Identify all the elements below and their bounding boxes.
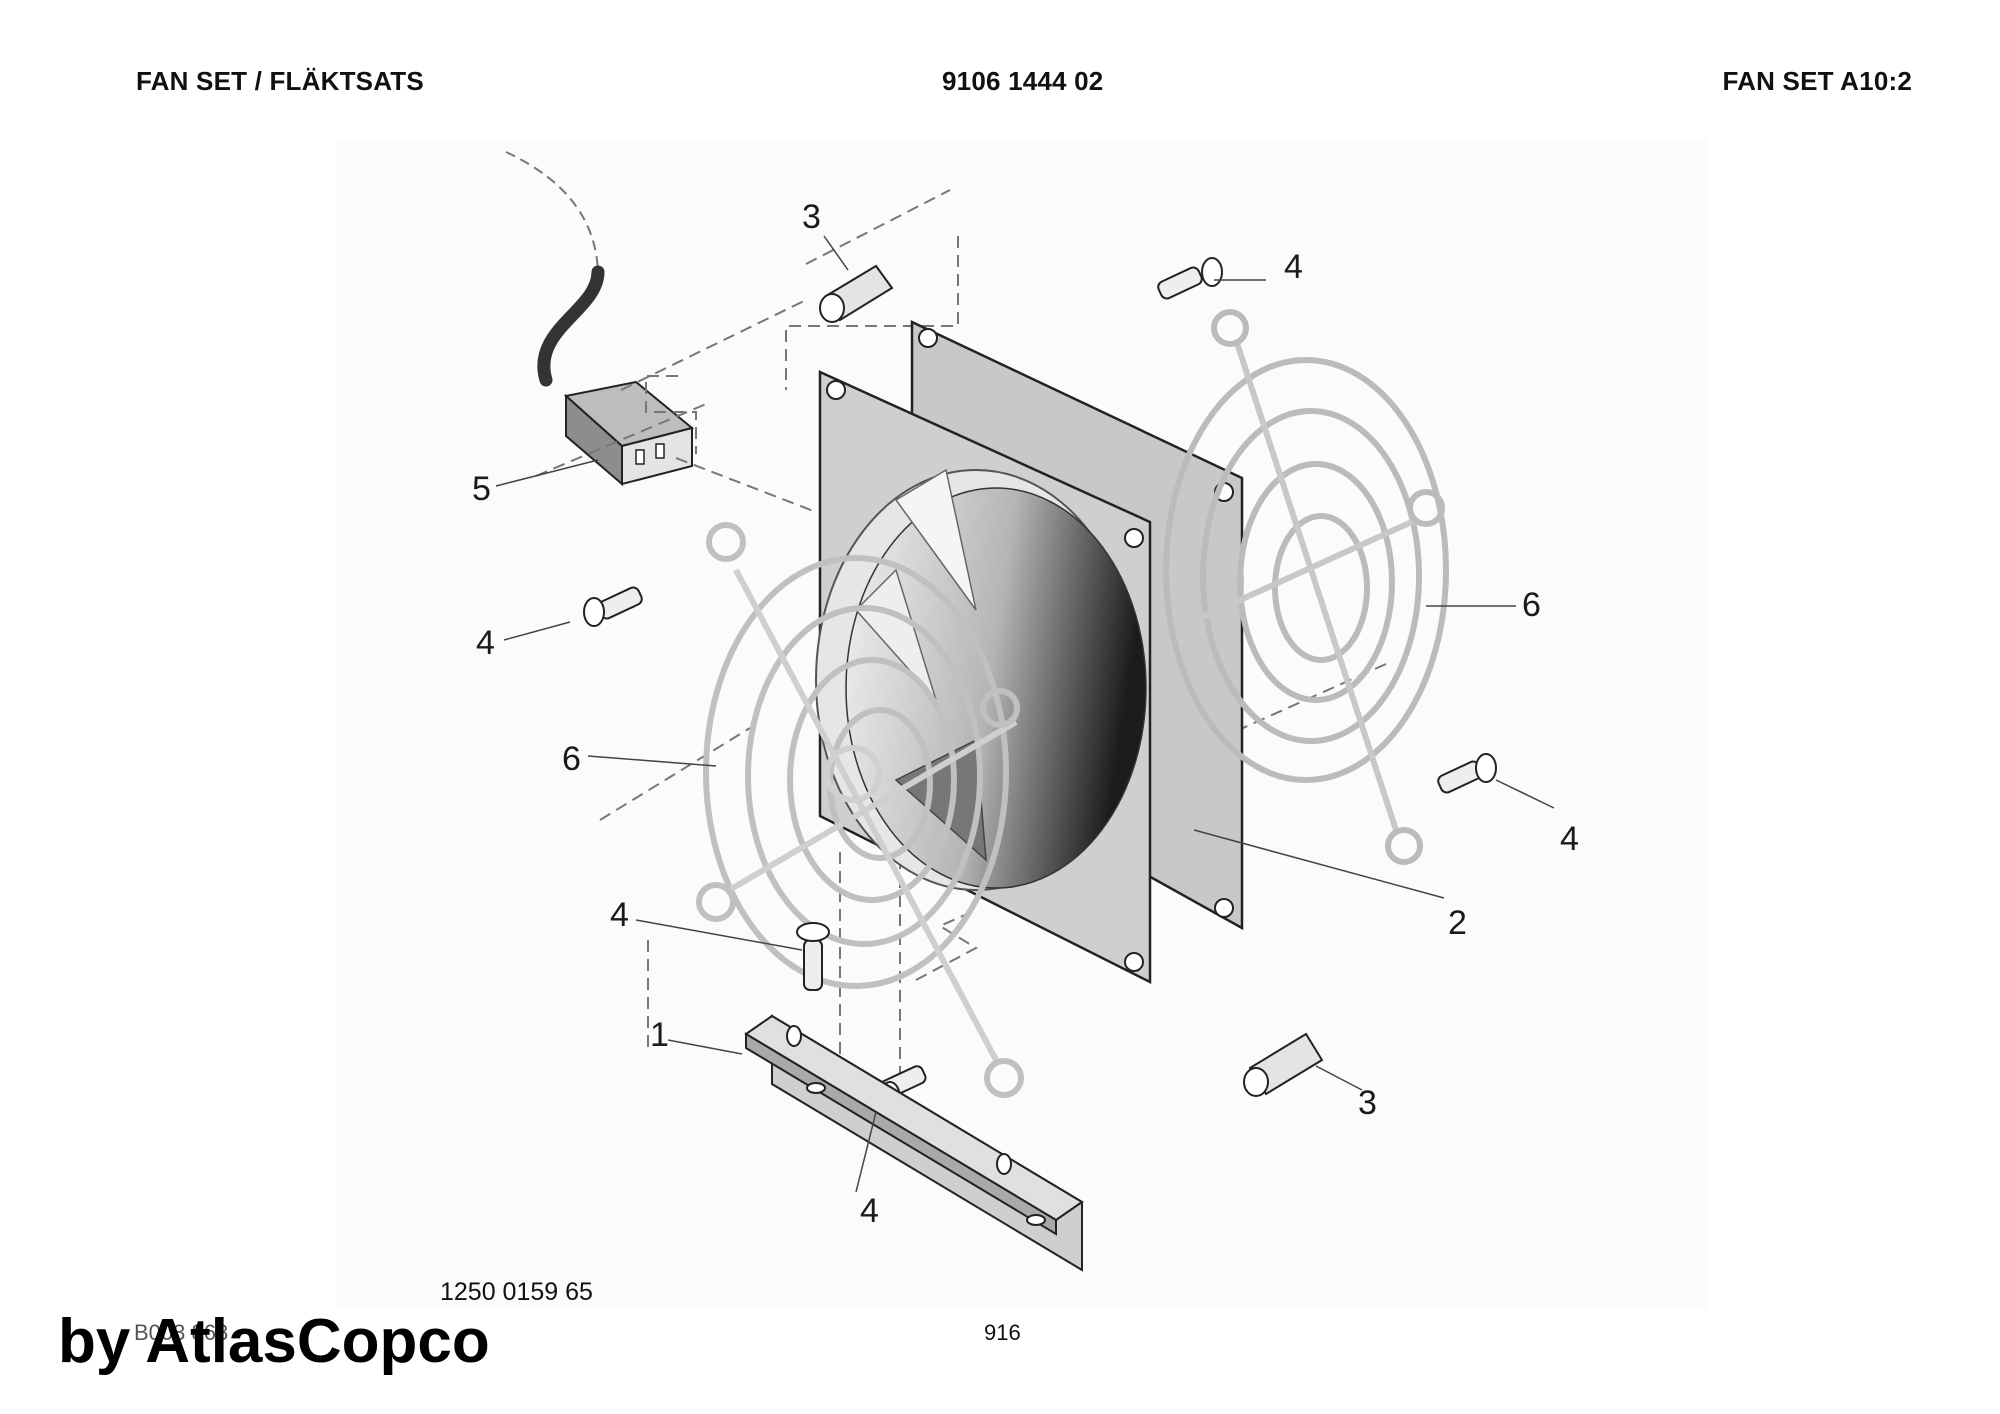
callout-4-right: 4 [1560,820,1579,858]
connector-part-5 [563,380,695,487]
callout-6-right: 6 [1522,586,1541,624]
cable [537,265,605,387]
callout-2: 2 [1448,904,1467,942]
callout-1: 1 [650,1016,669,1054]
watermark: by AtlasCopco [58,1307,490,1376]
screw-part-4-top-right [1157,257,1223,300]
drawing-code: B003 868 [134,1320,229,1345]
callout-4-bottom: 4 [860,1192,879,1230]
callout-4-lower-left: 4 [610,896,629,934]
header-title-left: FAN SET / FLÄKTSATS [136,66,424,96]
fan-guard-part-6-right [1163,309,1449,865]
callout-6-left: 6 [562,740,581,778]
callout-3-top: 3 [802,198,821,236]
page-number: 916 [984,1320,1021,1345]
screw-part-4-vertical [796,922,830,991]
callout-4-top-right: 4 [1284,248,1303,286]
callout-5: 5 [472,470,491,508]
cable-dashed-line [505,151,599,273]
standoff-part-3-top [819,264,894,323]
screw-part-4-left [583,586,643,627]
standoff-part-3-bottom [1243,1032,1324,1097]
callout-3-bottom: 3 [1358,1084,1377,1122]
drawing-part-number: 1250 0159 65 [440,1278,593,1306]
header-part-number: 9106 1444 02 [942,66,1104,96]
screw-part-4-right [1437,753,1497,794]
callout-4-left: 4 [476,624,495,662]
bracket-part-1 [744,1014,1084,1272]
fan-set-illustration [495,151,1555,1272]
exploded-view-drawing: 3 4 5 4 6 6 4 4 2 1 3 4 [336,140,1708,1308]
header-title-right: FAN SET A10:2 [1722,66,1912,96]
fan-guard-part-6-left [696,522,1024,1098]
